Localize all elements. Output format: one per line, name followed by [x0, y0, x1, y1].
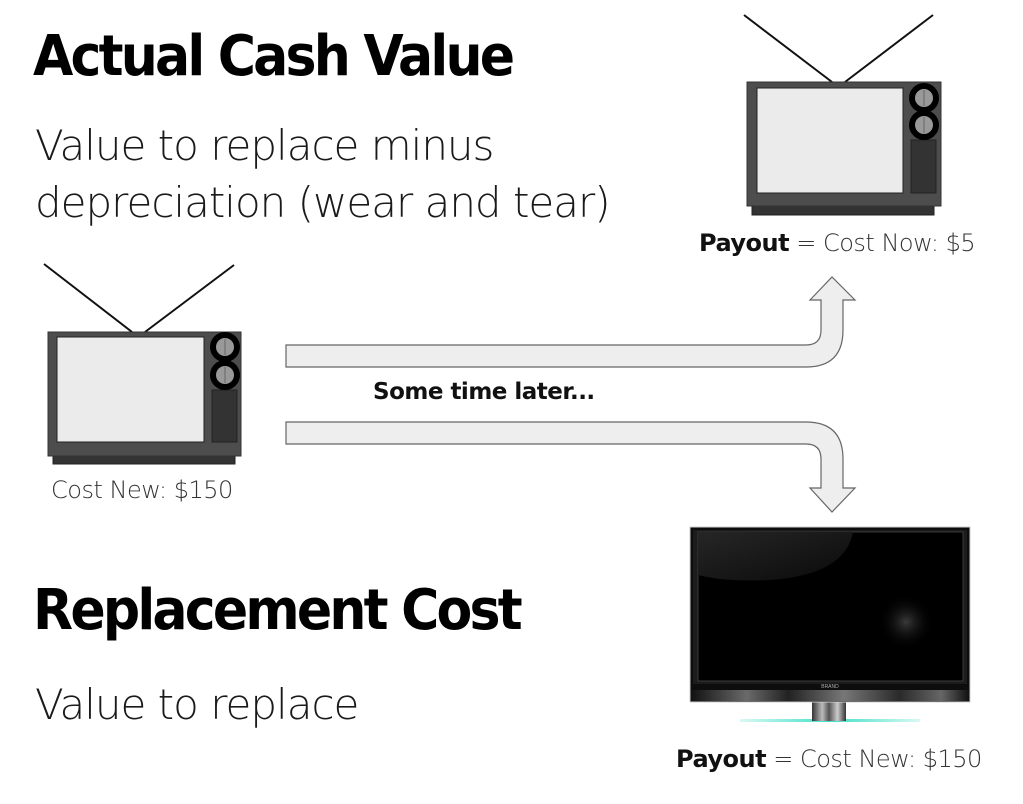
acv-payout-caption: Payout = Cost Now: $5 [699, 229, 976, 257]
acv-description-line-2: depreciation (wear and tear) [35, 178, 611, 227]
flat-screen-tv-icon: BRAND [689, 526, 971, 722]
replacement-cost-description: Value to replace [35, 680, 359, 729]
brand-label: BRAND [821, 684, 839, 690]
bent-arrow-up-icon [285, 276, 857, 368]
actual-cash-value-description: Value to replace minus depreciation (wea… [35, 117, 611, 231]
replacement-cost-title: Replacement Cost [33, 578, 523, 643]
transition-label: Some time later... [373, 379, 595, 405]
acv-description-line-1: Value to replace minus [35, 121, 494, 170]
acv-payout-value: = Cost Now: $5 [796, 229, 976, 257]
rc-payout-caption: Payout = Cost New: $150 [676, 745, 982, 773]
old-crt-tv-icon [43, 263, 242, 465]
rc-payout-value: = Cost New: $150 [773, 745, 982, 773]
old-crt-tv-icon-acv [743, 14, 942, 216]
rc-payout-label: Payout [676, 745, 767, 773]
bent-arrow-down-icon [285, 421, 857, 513]
original-cost-label: Cost New: $150 [51, 476, 233, 504]
acv-payout-label: Payout [699, 229, 790, 257]
actual-cash-value-title: Actual Cash Value [33, 24, 515, 89]
